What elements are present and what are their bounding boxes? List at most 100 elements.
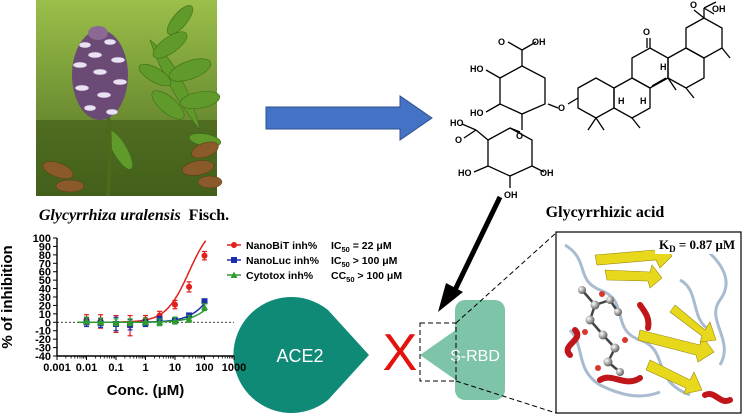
y-tick-label: 20 [39, 300, 51, 312]
x-tick-label: 0.01 [76, 362, 97, 374]
atom-label-ho: HO [450, 118, 464, 128]
binding-arrow-shaft [452, 195, 503, 292]
y-tick-label: 30 [39, 292, 51, 304]
atom-label-o: O [516, 131, 523, 141]
ligand-ball-and-stick [578, 286, 628, 376]
legend-ic-value: CC50 > 100 μM [331, 270, 402, 284]
ring-e [685, 17, 723, 59]
binding-arrow-head [438, 283, 463, 312]
data-point [201, 252, 208, 259]
ring-a [577, 77, 615, 119]
atom-label-oh: OH [504, 190, 518, 200]
s-rbd-tip [420, 320, 470, 390]
data-point [126, 318, 134, 326]
y-tick-label: -40 [35, 351, 51, 363]
data-point [185, 315, 193, 322]
data-point [156, 318, 164, 326]
data-point [201, 298, 208, 305]
y-tick-label: 10 [39, 309, 51, 321]
data-point [142, 317, 149, 325]
docking-panel: KD = 0.87 μM [555, 231, 742, 414]
x-tick-label: 1000 [222, 362, 246, 374]
atom-label-oh: OH [540, 168, 554, 178]
flower-spike [72, 26, 128, 120]
data-point [231, 257, 237, 263]
atom-label-o: O [498, 37, 505, 47]
zoom-line-top [455, 232, 557, 324]
atom-label-ho: HO [470, 64, 484, 74]
glycyrrhizic-acid-structure [461, 1, 731, 188]
protein-beta-sheets [594, 241, 717, 395]
data-point [201, 303, 208, 311]
data-point [112, 318, 120, 326]
atom-label-h: H [660, 62, 667, 72]
x-tick-label: 100 [195, 362, 213, 374]
process-arrow [265, 95, 433, 141]
x-tick-label: 0.001 [43, 362, 71, 374]
x-tick-label: 0.1 [108, 362, 123, 374]
y-tick-label: 100 [33, 233, 51, 245]
y-tick-label: -10 [35, 326, 51, 338]
y-tick-label: 70 [39, 258, 51, 270]
data-point [171, 317, 179, 324]
ace2-receptor-shape [233, 297, 369, 413]
plant-caption-author: Fisch. [189, 207, 229, 224]
x-tick-label: 1 [142, 362, 148, 374]
kd-label: KD = 0.87 μM [659, 237, 735, 254]
y-tick-label: 0 [45, 317, 51, 329]
chart-y-axis-label: % of inhibition [0, 245, 16, 348]
legend-ic-value: IC50 > 100 μM [331, 255, 398, 269]
chart-series [77, 240, 208, 337]
atom-label-ho: HO [458, 168, 472, 178]
plant-caption: Glycyrrhiza uralensis Fisch. [39, 207, 229, 224]
atom-label-oh: OH [532, 37, 546, 47]
data-point [231, 242, 237, 248]
data-point [97, 317, 105, 325]
kd-label-background [655, 234, 739, 254]
binding-site-highlight [419, 322, 457, 382]
structure-atom-labels: OH O O O OH O HO HO O HO O HO OH OH H H … [450, 0, 726, 200]
y-tick-label: 40 [39, 284, 51, 296]
data-point [172, 301, 178, 308]
y-tick-label: -20 [35, 334, 51, 346]
y-tick-label: 50 [39, 275, 51, 287]
fit-curve [77, 240, 207, 324]
ring-d [667, 47, 705, 89]
zoom-line-bottom [455, 380, 557, 414]
atom-label-ho: HO [470, 108, 484, 118]
legend-series-name: NanoLuc inh% [246, 255, 320, 267]
atom-label-h: H [640, 96, 647, 106]
chart-x-axis-label: Conc. (μM) [107, 382, 185, 399]
atom-label-h: H [618, 96, 625, 106]
x-tick-label: 10 [169, 362, 181, 374]
s-rbd-label: S-RBD [450, 348, 500, 365]
plant-caption-species: Glycyrrhiza uralensis [39, 207, 181, 224]
data-point [230, 271, 238, 278]
data-point [83, 317, 90, 324]
legend-ic-value: IC50 = 22 μM [331, 240, 392, 254]
glucuronic-acid-ring-1 [499, 65, 546, 115]
series-1 [77, 298, 208, 332]
leaf-cluster [107, 5, 222, 170]
legend-series-name: NanoBiT inh% [246, 240, 318, 252]
atom-label-o: O [643, 27, 650, 37]
plant-photo [36, 0, 223, 197]
data-point [186, 283, 193, 290]
y-tick-label: -30 [35, 343, 51, 355]
atom-label-o: O [690, 0, 697, 10]
y-tick-label: 80 [39, 250, 51, 262]
series-2 [77, 303, 208, 327]
ace2-label: ACE2 [276, 346, 323, 366]
glucuronic-acid-ring-2 [487, 127, 533, 177]
atom-label-o: O [455, 135, 462, 145]
y-tick-label: 90 [39, 241, 51, 253]
blocked-cross: X [383, 324, 418, 382]
atom-label-oh: OH [712, 4, 726, 14]
legend-series-name: Cytotox inh% [246, 270, 314, 282]
molecule-name: Glycyrrhizic acid [546, 204, 665, 221]
protein-helices [564, 302, 733, 404]
seed-pods [42, 141, 223, 193]
